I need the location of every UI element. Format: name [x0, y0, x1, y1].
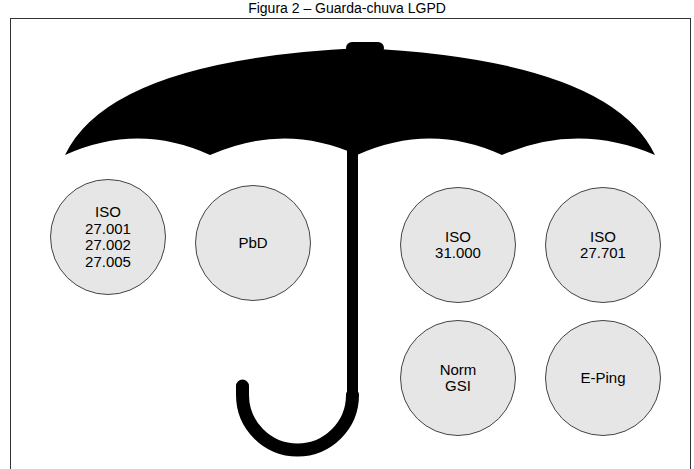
- umbrella-shaft: [347, 50, 358, 396]
- standard-circle: E-Ping: [545, 320, 661, 436]
- standard-label: PbD: [238, 235, 267, 252]
- circle-shape: [51, 180, 166, 295]
- figure-title: Figura 2 – Guarda-chuva LGPD: [0, 0, 694, 17]
- standard-label: E-Ping: [580, 370, 625, 387]
- circle-shape: [546, 188, 661, 303]
- standard-circle: ISO 27.701: [545, 187, 661, 303]
- standard-circle: PbD: [195, 185, 311, 301]
- standard-label: ISO 27.701: [573, 229, 633, 262]
- circle-shape: [401, 321, 516, 436]
- standard-label: Norm GSI: [428, 362, 488, 395]
- standard-label: ISO 27.001 27.002 27.005: [78, 204, 138, 270]
- figure-frame: [11, 19, 691, 469]
- standard-label: ISO 31.000: [428, 229, 488, 262]
- standard-circle: Norm GSI: [400, 320, 516, 436]
- circle-shape: [546, 321, 661, 436]
- standard-circle: ISO 27.001 27.002 27.005: [50, 179, 166, 295]
- circle-shape: [401, 188, 516, 303]
- circle-shape: [196, 186, 311, 301]
- umbrella-canopy: [65, 48, 655, 155]
- standard-circle: ISO 31.000: [400, 187, 516, 303]
- umbrella-handle: [243, 386, 353, 450]
